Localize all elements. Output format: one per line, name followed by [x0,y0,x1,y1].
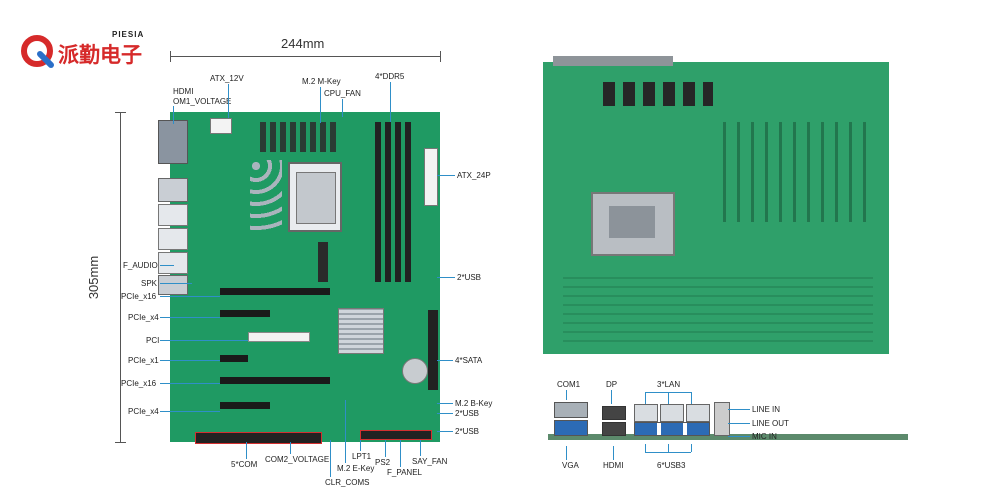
logo-q-icon [21,35,54,68]
label-pcie-x1: PCIe_x1 [128,356,159,365]
label-cpu-fan: CPU_FAN [324,89,361,98]
pcie-x16-slot-2 [220,377,330,384]
io-label-dp: DP [606,380,618,389]
width-dimension: 244mm [281,36,325,51]
label-m2-e-key: M.2 E-Key [337,464,375,473]
label-atx-24p: ATX_24P [457,171,491,180]
label-usb-2: 2*USB [455,409,480,418]
lan-port-3 [686,404,710,422]
pci-slot [248,332,310,342]
pcie-x4-slot-2 [220,402,270,409]
io-shield-area [158,120,198,295]
label-com5: 5*COM [231,460,258,469]
label-com2-voltage: COM2_VOLTAGE [265,455,330,464]
label-ps2: PS2 [375,458,391,467]
bottom-headers [360,430,432,440]
pcie-x16-slot-1 [220,288,330,295]
io-label-line-out: LINE OUT [752,419,789,428]
lan-port-2 [660,404,684,422]
m2-m-key-slot [318,242,328,282]
label-om1-voltage: OM1_VOLTAGE [173,97,232,106]
audio-jacks [714,402,730,436]
label-spk: SPK [141,279,158,288]
capacitor-array [250,160,282,230]
motherboard-top-view [158,112,440,444]
width-dimension-line [170,56,440,57]
sata-ports [428,310,438,390]
com-headers [195,432,322,444]
label-sata: 4*SATA [455,356,483,365]
ddr5-slots [375,122,415,282]
logo-name: 派勤电子 [58,43,142,67]
height-dimension: 305mm [86,255,102,300]
io-label-usb3: 6*USB3 [657,461,686,470]
chipset-heatsink [338,308,384,354]
hdmi-port [602,422,626,436]
lan-port-1 [634,404,658,422]
io-label-com1: COM1 [557,380,581,389]
label-usb-1: 2*USB [457,273,482,282]
com1-port [554,402,588,418]
cpu-socket [288,162,342,232]
back-trace-area [723,122,873,222]
label-pcie-x16-2: PCIe_x16 [121,379,157,388]
label-usb-3: 2*USB [455,427,480,436]
back-cpu-plate [591,192,675,256]
label-say-fan: SAY_FAN [412,457,448,466]
cmos-battery [402,358,428,384]
label-pcie-x16-1: PCIe_x16 [121,292,157,301]
label-f-audio: F_AUDIO [123,261,158,270]
usb3-ports [634,422,710,436]
label-pcie-x4-1: PCIe_x4 [128,313,159,322]
label-pci: PCI [146,336,160,345]
label-hdmi: HDMI [173,87,194,96]
pcie-x1-slot [220,355,248,362]
vrm-area [260,122,340,152]
label-m2-b-key: M.2 B-Key [455,399,493,408]
atx-12v-connector [210,118,232,134]
brand-logo: PIESIA 派勤电子 [20,30,160,70]
dp-port [602,406,626,420]
label-ddr5: 4*DDR5 [375,72,405,81]
label-atx-12v: ATX_12V [210,74,244,83]
label-clr-coms: CLR_COMS [325,478,370,487]
label-lpt1: LPT1 [352,452,372,461]
logo-subtitle: PIESIA [112,30,145,39]
io-label-hdmi: HDMI [603,461,624,470]
back-mosfets [603,82,713,106]
back-lower-traces [563,272,873,342]
label-pcie-x4-2: PCIe_x4 [128,407,159,416]
io-label-lan: 3*LAN [657,380,681,389]
io-panel-view [548,398,908,446]
io-label-mic-in: MIC IN [752,432,777,441]
io-label-vga: VGA [562,461,579,470]
vga-port [554,420,588,436]
io-label-line-in: LINE IN [752,405,781,414]
motherboard-back-view [543,56,889,354]
atx-24p-connector [424,148,438,206]
label-f-panel: F_PANEL [387,468,422,477]
label-m2-m-key: M.2 M-Key [302,77,341,86]
pcie-x4-slot-1 [220,310,270,317]
height-dimension-line [120,112,121,442]
back-io-edge [553,56,673,66]
